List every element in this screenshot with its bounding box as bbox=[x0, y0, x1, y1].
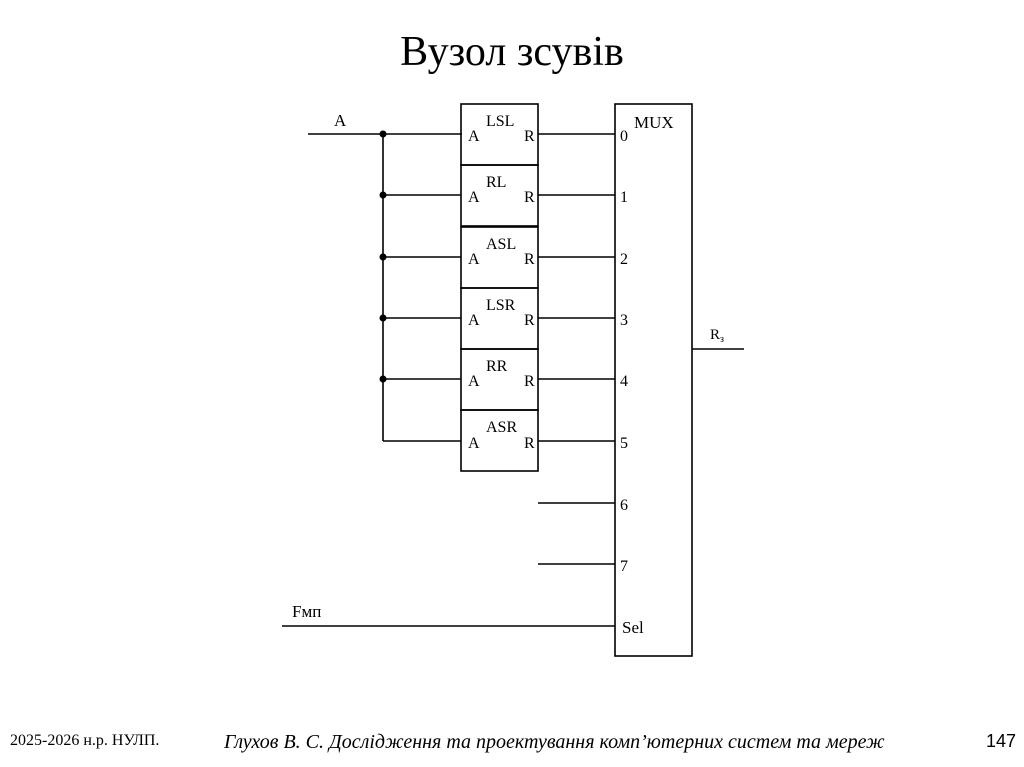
mux-input-number: 2 bbox=[620, 251, 628, 268]
shift-block-input-label: A bbox=[468, 128, 480, 145]
select-signal-label: Fмп bbox=[292, 602, 321, 621]
mux-output-label: Rз bbox=[710, 327, 724, 345]
shift-block-name: LSL bbox=[486, 113, 514, 130]
shift-block-output-label: R bbox=[524, 435, 535, 452]
shift-block-input-label: A bbox=[468, 312, 480, 329]
shift-block-name: ASR bbox=[486, 419, 517, 436]
shift-block-input-label: A bbox=[468, 189, 480, 206]
shift-block-output-label: R bbox=[524, 189, 535, 206]
mux-input-number: 1 bbox=[620, 189, 628, 206]
shift-block-name: RL bbox=[486, 174, 506, 191]
mux-input-number: 0 bbox=[620, 128, 628, 145]
junction-dot bbox=[379, 314, 387, 322]
footer-academic-year: 2025-2026 н.р. НУЛП. bbox=[10, 732, 160, 749]
slide-title: Вузол зсувів bbox=[400, 29, 624, 75]
mux-input-number: 5 bbox=[620, 435, 628, 452]
shift-block-input-label: A bbox=[468, 251, 480, 268]
shift-block-input-label: A bbox=[468, 373, 480, 390]
input-label: A bbox=[334, 111, 347, 130]
mux-input-number: 4 bbox=[620, 373, 628, 390]
mux-input-number: 3 bbox=[620, 312, 628, 329]
junction-dot bbox=[379, 253, 387, 261]
shift-block-name: ASL bbox=[486, 236, 516, 253]
shift-block-output-label: R bbox=[524, 373, 535, 390]
mux-label: MUX bbox=[634, 113, 674, 132]
mux-input-number: 6 bbox=[620, 497, 628, 514]
shift-block-name: LSR bbox=[486, 297, 516, 314]
junction-dot bbox=[379, 375, 387, 383]
junction-dot bbox=[379, 191, 387, 199]
shift-block-input-label: A bbox=[468, 435, 480, 452]
shift-block-output-label: R bbox=[524, 251, 535, 268]
mux-block bbox=[614, 103, 693, 657]
shift-block-name: RR bbox=[486, 358, 508, 375]
junction-dot bbox=[379, 130, 387, 138]
footer-course-title: Глухов В. С. Дослідження та проектування… bbox=[224, 731, 885, 753]
shift-block-output-label: R bbox=[524, 312, 535, 329]
shift-block-output-label: R bbox=[524, 128, 535, 145]
page-number: 147 bbox=[986, 731, 1017, 751]
mux-select-label: Sel bbox=[622, 618, 644, 637]
mux-input-number: 7 bbox=[620, 558, 628, 575]
